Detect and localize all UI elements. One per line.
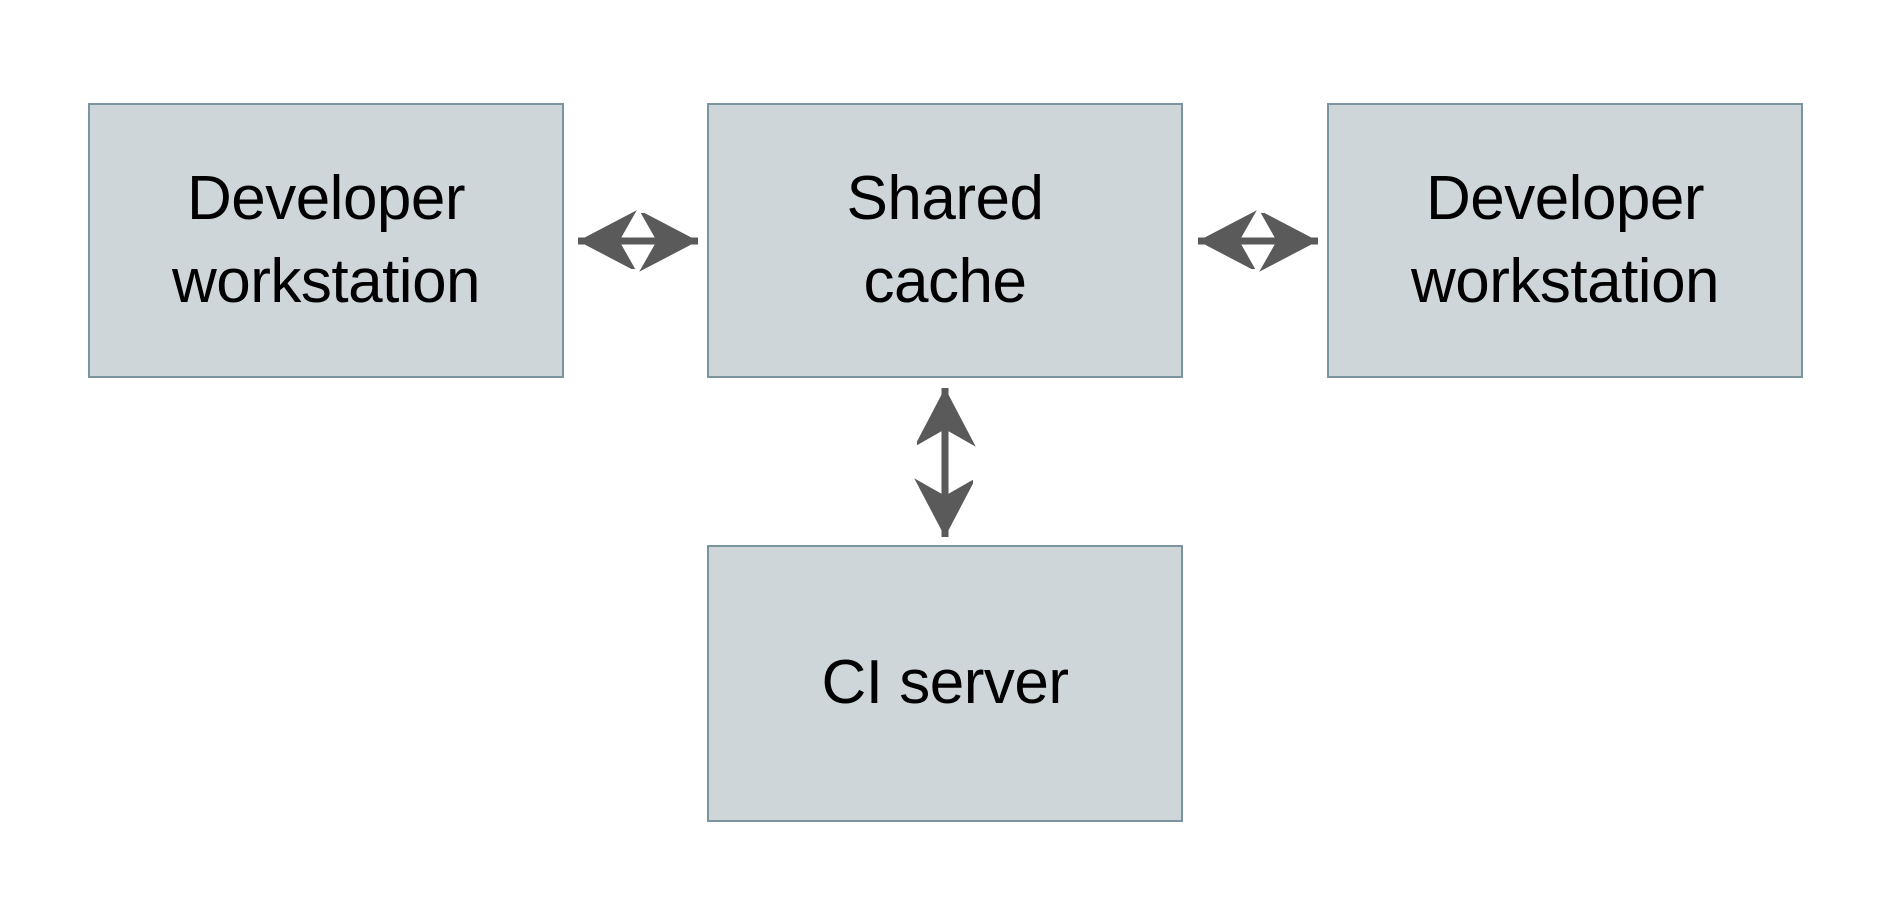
node-label-ci-server: CI server <box>821 648 1069 718</box>
node-ci-server[interactable]: CI server <box>707 545 1183 822</box>
node-label-shared-cache: Shared cache <box>846 164 1044 316</box>
node-dev-workstation-right[interactable]: Developer workstation <box>1327 103 1803 378</box>
node-shared-cache[interactable]: Shared cache <box>707 103 1183 378</box>
node-label-dev-workstation-right: Developer workstation <box>1410 164 1720 316</box>
node-dev-workstation-left[interactable]: Developer workstation <box>88 103 564 378</box>
node-label-dev-workstation-left: Developer workstation <box>171 164 481 316</box>
